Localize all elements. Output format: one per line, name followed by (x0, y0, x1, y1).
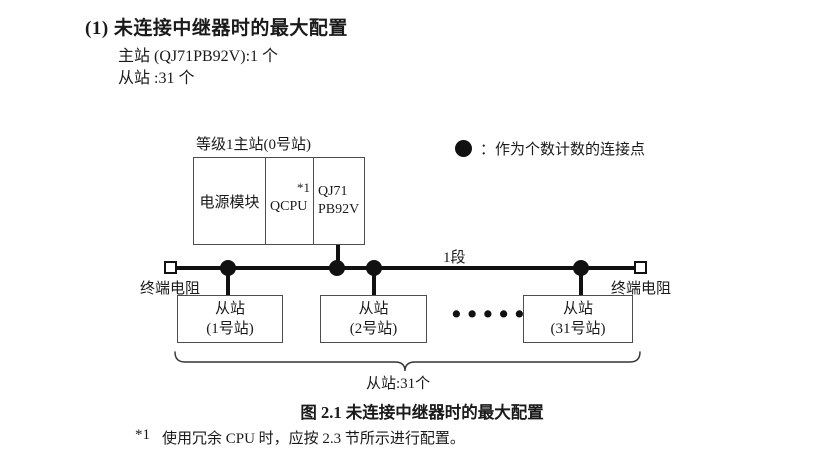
terminal-resistor-icon-left (164, 261, 177, 274)
slave-number: (2号站) (349, 321, 398, 337)
slave-station-box-1: 从站 (1号站) (177, 295, 283, 343)
slave1-drop-line (226, 268, 230, 295)
section-heading: (1) 未连接中继器时的最大配置 (85, 18, 348, 39)
qcpu-label: QCPU (270, 199, 308, 214)
slave-number: (1号站) (206, 321, 254, 337)
qj71pb92v-cell: QJ71 PB92V (314, 158, 364, 244)
figure-caption: 图 2.1 未连接中继器时的最大配置 (300, 403, 544, 422)
master-station-box: 电源模块 *1 QCPU QJ71 PB92V (193, 157, 365, 245)
segment-label: 1段 (443, 250, 466, 266)
power-module-cell: 电源模块 (194, 158, 266, 244)
brace-graphic (174, 351, 641, 372)
module-name-line2: PB92V (318, 202, 360, 217)
terminal-resistor-label-right: 终端电阻 (611, 281, 672, 297)
slave-station-box-2: 从站 (2号站) (320, 295, 427, 343)
legend-separator: ： (480, 142, 496, 158)
module-name-line1: QJ71 (318, 183, 348, 199)
slave-label: 从站 (562, 300, 593, 317)
legend: ： 作为个数计数的连接点 (455, 138, 645, 159)
footnote-text: 使用冗余 CPU 时，应按 2.3 节所示进行配置。 (162, 431, 465, 447)
master-count-text: 主站 (QJ71PB92V):1 个 (118, 48, 279, 65)
slave31-drop-line (579, 268, 583, 295)
brace-count-label: 从站:31个 (366, 376, 431, 392)
slave-label: 从站 (358, 300, 389, 317)
connection-point-dot (329, 260, 345, 276)
terminal-resistor-label-left: 终端电阻 (140, 281, 201, 297)
slave-label: 从站 (214, 300, 245, 317)
slave-count-text: 从站 :31 个 (118, 70, 195, 87)
bus-line (177, 266, 635, 270)
master-station-label: 等级1主站(0号站) (196, 137, 311, 153)
slave2-drop-line (372, 268, 376, 295)
slave-number: (31号站) (550, 321, 606, 337)
master-drop-line (336, 245, 340, 268)
connection-point-icon (455, 140, 472, 157)
terminal-resistor-icon-right (634, 261, 647, 274)
footnote-ref-marker: *1 (297, 180, 310, 195)
footnote-marker: *1 (135, 427, 150, 443)
legend-text: 作为个数计数的连接点 (495, 142, 646, 158)
qcpu-cell: *1 QCPU (266, 158, 314, 244)
slave-station-box-31: 从站 (31号站) (523, 295, 633, 343)
footnote: *1 使用冗余 CPU 时，应按 2.3 节所示进行配置。 (135, 427, 465, 448)
